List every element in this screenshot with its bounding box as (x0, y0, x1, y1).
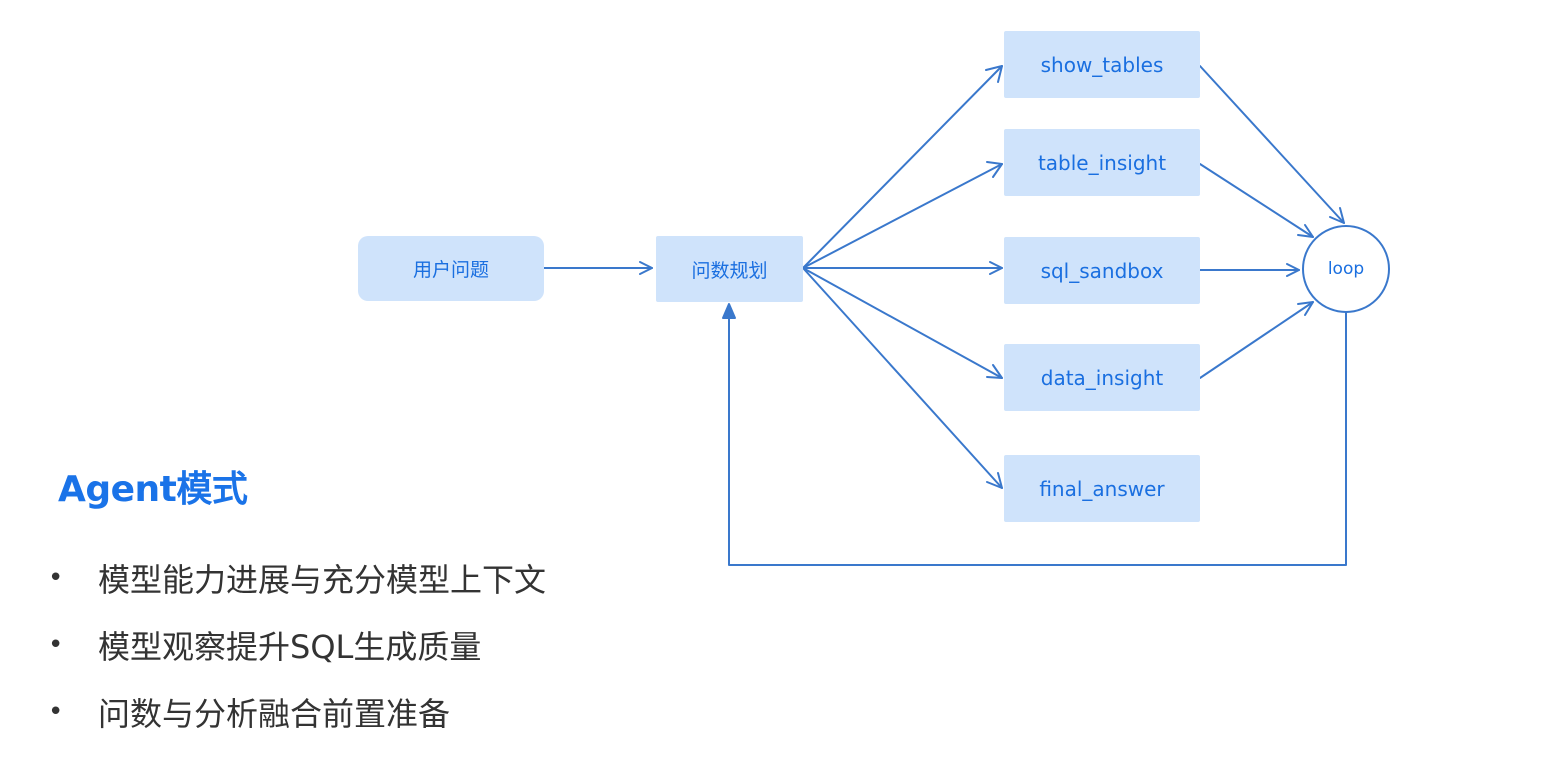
edge-table-insight-to-loop (1199, 163, 1314, 238)
edge-planning-to-show-tables (802, 65, 1003, 269)
bullet-text: 模型观察提升SQL生成质量 (98, 627, 482, 666)
node-label: loop (1327, 259, 1365, 279)
node-sql-sandbox: sql_sandbox (1004, 237, 1200, 304)
arrowhead (1286, 263, 1300, 277)
arrowhead (722, 303, 736, 319)
edge-planning-to-table-insight (802, 163, 1003, 269)
node-user-question: 用户问题 (358, 236, 544, 301)
arrowhead (986, 364, 1003, 379)
node-planning: 问数规划 (656, 236, 803, 302)
bullet-item: • 模型能力进展与充分模型上下文 (48, 544, 546, 611)
node-final-answer: final_answer (1004, 455, 1200, 522)
bullet-dot-icon: • (48, 696, 64, 727)
edge-planning-to-final-answer (802, 267, 1003, 489)
bullet-text: 问数与分析融合前置准备 (98, 694, 451, 733)
feature-bullet-list: • 模型能力进展与充分模型上下文 • 模型观察提升SQL生成质量 • 问数与分析… (48, 544, 546, 745)
bullet-text: 模型能力进展与充分模型上下文 (98, 560, 547, 599)
node-label: data_insight (1040, 365, 1164, 390)
node-data-insight: data_insight (1004, 344, 1200, 411)
node-label: sql_sandbox (1040, 258, 1164, 283)
arrowhead (639, 261, 653, 275)
node-label: show_tables (1040, 52, 1164, 77)
arrowhead (986, 472, 1003, 489)
node-label: 问数规划 (691, 259, 768, 282)
edge-data-insight-to-loop (1199, 301, 1314, 379)
bullet-item: • 问数与分析融合前置准备 (48, 678, 546, 745)
node-table-insight: table_insight (1004, 129, 1200, 196)
node-label: table_insight (1037, 150, 1167, 175)
node-label: final_answer (1039, 476, 1165, 501)
arrowhead (989, 261, 1003, 275)
arrowhead (985, 65, 1003, 83)
bullet-item: • 模型观察提升SQL生成质量 (48, 611, 546, 678)
arrowhead (1329, 207, 1345, 224)
edge-planning-to-data-insight (802, 267, 1003, 379)
node-label: 用户问题 (412, 259, 489, 281)
node-show-tables: show_tables (1004, 31, 1200, 98)
arrowhead (1297, 301, 1314, 316)
arrowhead (986, 161, 1003, 178)
edge-show-tables-to-loop (1199, 65, 1345, 224)
bullet-dot-icon: • (48, 629, 64, 660)
node-loop: loop (1302, 225, 1390, 313)
edge-loop-to-planning (728, 305, 1347, 566)
section-title: Agent模式 (58, 469, 248, 510)
bullet-dot-icon: • (48, 562, 64, 593)
arrowhead (1297, 224, 1314, 238)
